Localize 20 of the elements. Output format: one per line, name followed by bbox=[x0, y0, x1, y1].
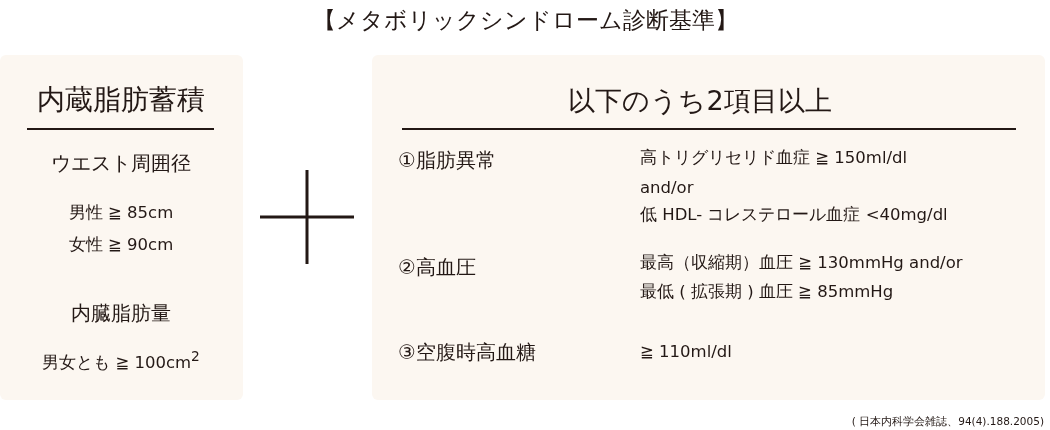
threshold-text: 女性 ≧ 90cm bbox=[68, 235, 174, 255]
diagram-title: 【メタボリックシンドローム診断基準】 bbox=[312, 6, 738, 34]
citation: ( 日本内科学会雑誌、94(4).188.2005) bbox=[851, 415, 1044, 428]
card-background bbox=[372, 55, 1045, 400]
threshold-text: 最低 ( 拡張期 ) 血圧 ≧ 85mmHg bbox=[640, 282, 894, 302]
criterion-label: ①脂肪異常 bbox=[398, 148, 496, 172]
card-background bbox=[0, 55, 243, 400]
criterion-label: ②高血圧 bbox=[398, 255, 476, 279]
threshold-text: 低 HDL- コレステロール血症 <40mg/dl bbox=[640, 205, 948, 225]
criterion-label: ③空腹時高血糖 bbox=[398, 340, 536, 364]
criterion-label: ウエスト周囲径 bbox=[51, 151, 191, 175]
card-heading: 以下のうち2項目以上 bbox=[568, 85, 832, 117]
card-heading: 内蔵脂肪蓄積 bbox=[37, 83, 205, 117]
criterion-label: 内臓脂肪量 bbox=[71, 301, 171, 325]
threshold-text: 男女とも ≧ 100cm$^{2}$ bbox=[42, 349, 200, 373]
threshold-text: ≧ 110ml/dl bbox=[640, 342, 732, 362]
threshold-text: 男性 ≧ 85cm bbox=[68, 203, 174, 223]
threshold-text: 高トリグリセリド血症 ≧ 150ml/dl bbox=[640, 148, 908, 168]
connector-text: and/or bbox=[640, 178, 694, 198]
threshold-text: 最高（収縮期）血圧 ≧ 130mmHg and/or bbox=[640, 253, 963, 273]
